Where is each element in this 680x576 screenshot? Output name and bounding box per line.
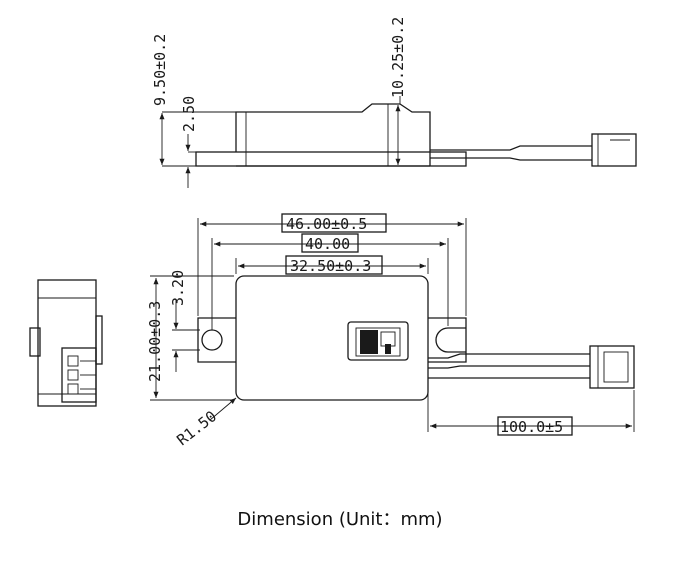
dim-cable-length: 100.0±5 (500, 418, 563, 436)
dim-side-tall: 10.25±0.2 (389, 17, 407, 98)
top-view-dimensions (150, 218, 635, 432)
dim-side-base: 2.50 (180, 96, 198, 132)
dim-overall-length: 46.00±0.5 (286, 215, 367, 233)
dim-body-length: 32.50±0.3 (290, 257, 371, 275)
top-view (197, 275, 635, 401)
caption: Dimension (Unit：mm) (237, 509, 443, 530)
dim-body-width: 21.00±0.3 (146, 301, 164, 382)
dim-side-height: 9.50±0.2 (151, 34, 169, 106)
side-view (159, 96, 637, 188)
dim-hole-pitch: 40.00 (305, 235, 350, 253)
end-view (29, 279, 103, 407)
dim-corner-radius: R1.50 (173, 407, 220, 449)
dim-hole-offset: 3.20 (169, 270, 187, 306)
